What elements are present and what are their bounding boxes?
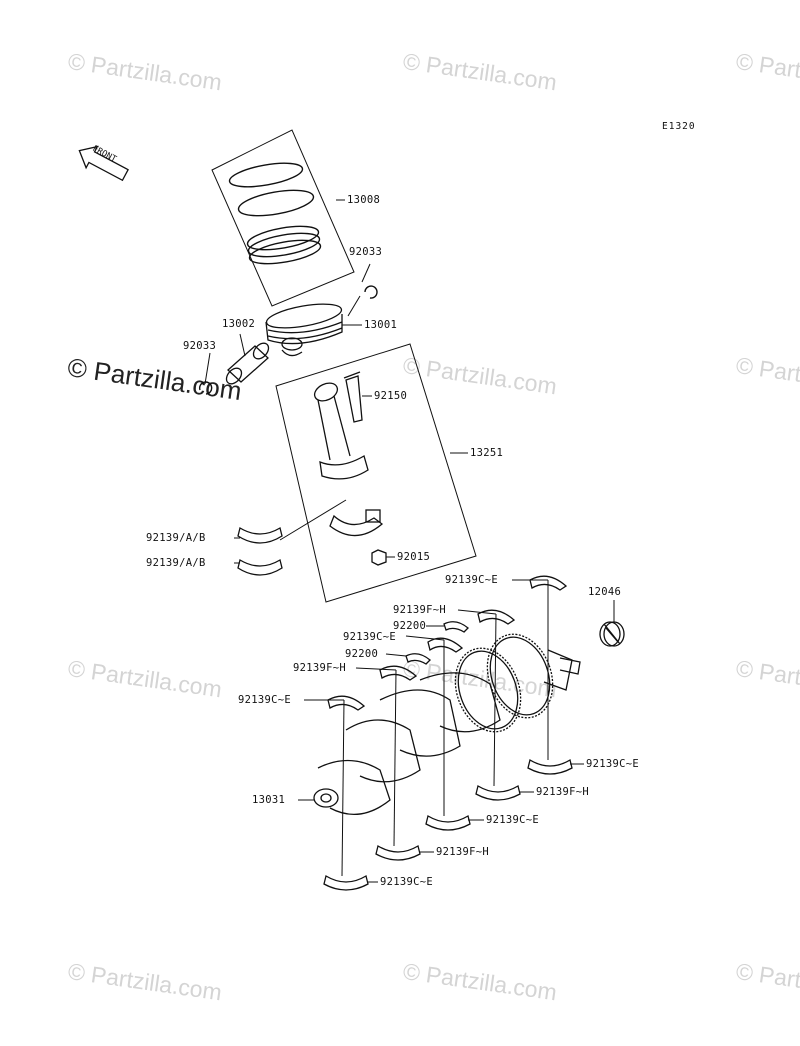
label-92139ce: 92139C~E (445, 574, 498, 586)
label-92139ab: 92139/A/B (146, 557, 206, 569)
label-92139ab: 92139/A/B (146, 532, 206, 544)
label-92150: 92150 (374, 390, 408, 402)
piston-ring-box (211, 129, 355, 307)
label-92033: 92033 (183, 340, 217, 352)
label-92200: 92200 (393, 620, 427, 632)
label-13002: 13002 (222, 318, 256, 330)
label-13251: 13251 (470, 447, 504, 459)
label-13031: 13031 (252, 794, 286, 806)
nut (371, 549, 387, 566)
label-92139ce: 92139C~E (238, 694, 291, 706)
connecting-rod-box (275, 343, 477, 603)
label-92015: 92015 (397, 551, 431, 563)
diagram-code: E1320 (662, 121, 696, 132)
needle-bearing (599, 621, 625, 647)
label-92139fh: 92139F~H (536, 786, 589, 798)
label-92033: 92033 (349, 246, 383, 258)
label-92139ce: 92139C~E (486, 814, 539, 826)
label-13008: 13008 (347, 194, 381, 206)
rod-cap (329, 509, 384, 537)
label-92139ce: 92139C~E (586, 758, 639, 770)
label-92139fh: 92139F~H (393, 604, 446, 616)
connecting-rod (313, 371, 369, 480)
label-92139ce: 92139C~E (380, 876, 433, 888)
piston-pin (225, 342, 270, 385)
front-arrow-label: FRONT (91, 144, 118, 165)
label-92139fh: 92139F~H (293, 662, 346, 674)
label-92139ce: 92139C~E (343, 631, 396, 643)
label-13001: 13001 (364, 319, 398, 331)
crankshaft (313, 633, 581, 815)
piston (265, 303, 343, 357)
label-12046: 12046 (588, 586, 622, 598)
label-92200: 92200 (345, 648, 379, 660)
front-arrow-icon (78, 145, 129, 182)
label-92139fh: 92139F~H (436, 846, 489, 858)
